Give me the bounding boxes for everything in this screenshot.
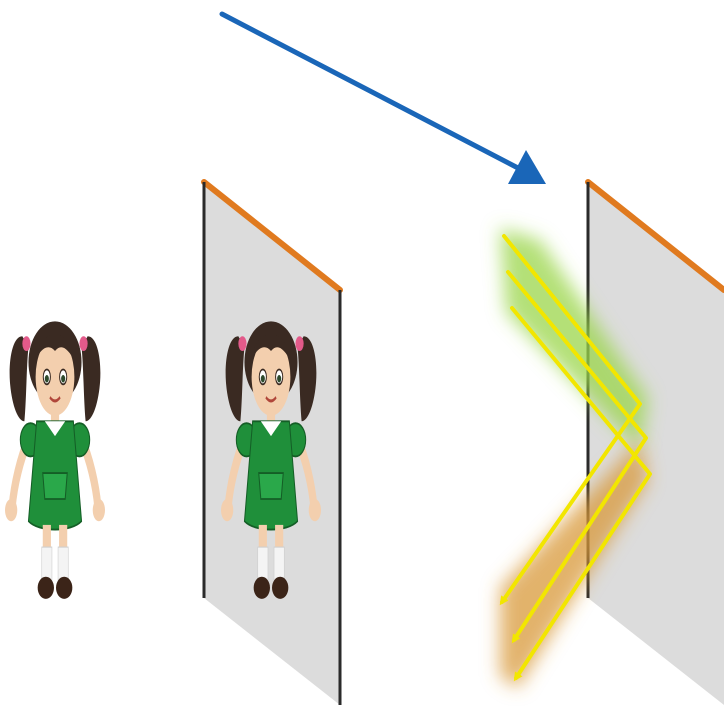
plane-mirror-right xyxy=(588,182,724,705)
mirror-face xyxy=(588,182,724,705)
incident-arrow-icon xyxy=(222,14,546,184)
girl-figure-icon xyxy=(5,321,105,599)
